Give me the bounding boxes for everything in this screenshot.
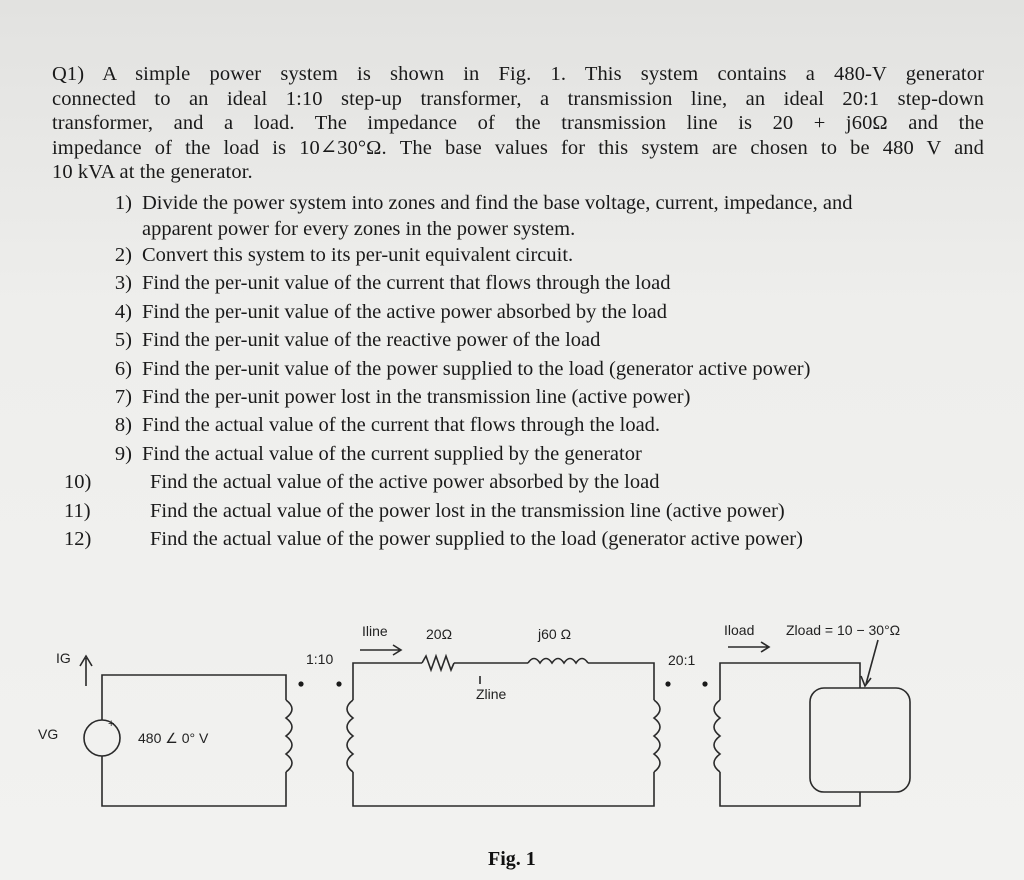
i-load-label: Iload bbox=[724, 622, 755, 638]
question-block: Q1) A simple power system is shown in Fi… bbox=[52, 62, 984, 553]
question-line-4: impedance of the load is 10∠30°Ω. The ba… bbox=[52, 136, 984, 159]
load-box-icon bbox=[809, 687, 911, 793]
generator-source-icon bbox=[83, 719, 121, 757]
task-item: 7) Find the per-unit power lost in the t… bbox=[114, 385, 691, 408]
ig-arrow bbox=[79, 654, 93, 686]
ig-label: IG bbox=[56, 650, 71, 666]
question-line-5: 10 kVA at the generator. bbox=[52, 161, 253, 183]
task-item: 11) Find the actual value of the power l… bbox=[64, 499, 785, 522]
load-wire bbox=[719, 662, 861, 807]
dot-marker-icon bbox=[702, 681, 708, 687]
task-item: 10) Find the actual value of the active … bbox=[64, 471, 660, 494]
z-load-label: Zload = 10 − 30°Ω bbox=[786, 622, 901, 638]
task-item: 6) Find the per-unit value of the power … bbox=[114, 357, 811, 380]
step-up-secondary-coil-icon bbox=[346, 699, 355, 773]
source-value-label: 480 ∠ 0° V bbox=[138, 730, 209, 746]
task-item: 12) Find the actual value of the power s… bbox=[64, 527, 803, 550]
task-item: 9) Find the actual value of the current … bbox=[114, 442, 642, 465]
task-item-continuation: apparent power for every zones in the po… bbox=[142, 217, 576, 240]
line-wire bbox=[352, 662, 422, 700]
step-down-primary-coil-icon bbox=[652, 699, 661, 773]
vg-label: VG bbox=[38, 726, 59, 742]
task-item: 8) Find the actual value of the current … bbox=[114, 414, 661, 437]
question-tag: Q1) bbox=[52, 63, 85, 85]
task-item: 1) Divide the power system into zones an… bbox=[114, 191, 853, 214]
circuit-diagram bbox=[79, 639, 911, 807]
inductor-icon bbox=[527, 657, 589, 665]
question-line-2: connected to an ideal 1:10 step-up trans… bbox=[52, 87, 984, 110]
question-line-1: Q1) A simple power system is shown in Fi… bbox=[52, 63, 984, 85]
dot-marker-icon bbox=[336, 681, 342, 687]
i-load-arrow bbox=[728, 641, 771, 653]
dot-marker-icon bbox=[665, 681, 671, 687]
task-item: 2) Convert this system to its per-unit e… bbox=[114, 243, 574, 266]
i-line-label: Iline bbox=[362, 623, 388, 639]
source-plus-label: + bbox=[108, 718, 115, 730]
generator-wire bbox=[101, 674, 287, 807]
i-line-arrow bbox=[360, 644, 403, 656]
task-item: 3) Find the per-unit value of the curren… bbox=[114, 272, 671, 295]
line-wire-right bbox=[352, 662, 655, 807]
question-line-3: transformer, and a load. The impedance o… bbox=[52, 112, 984, 134]
task-item: 5) Find the per-unit value of the reacti… bbox=[114, 329, 601, 352]
step-down-secondary-coil-icon bbox=[713, 699, 722, 773]
x-line-label: j60 Ω bbox=[538, 626, 572, 642]
step-up-primary-coil-icon bbox=[284, 699, 293, 773]
step-up-ratio-label: 1:10 bbox=[306, 651, 334, 667]
resistor-icon bbox=[421, 653, 455, 673]
z-load-pointer-arrow bbox=[860, 639, 879, 688]
task-list: 1) Divide the power system into zones an… bbox=[52, 189, 984, 554]
r-line-label: 20Ω bbox=[426, 626, 453, 642]
circuit-figure: IG VG + 480 ∠ 0° V 1:10 Iline 20Ω j60 Ω … bbox=[0, 600, 1024, 880]
dot-marker-icon bbox=[298, 681, 304, 687]
z-line-label: Zline bbox=[476, 686, 507, 702]
step-down-ratio-label: 20:1 bbox=[668, 652, 696, 668]
task-item: 4) Find the per-unit value of the active… bbox=[114, 300, 668, 323]
figure-caption: Fig. 1 bbox=[488, 848, 536, 870]
